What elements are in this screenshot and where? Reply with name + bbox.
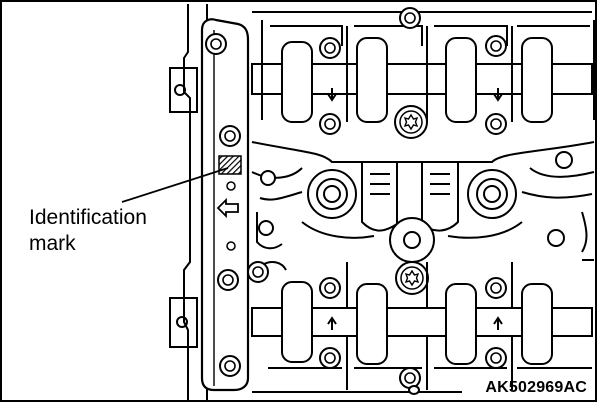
upper-cam-row <box>251 7 595 139</box>
bolt-icon <box>219 125 241 147</box>
callout-leader <box>121 167 229 203</box>
callout-label-line2: mark <box>29 232 76 255</box>
arrow-down-icon <box>493 88 503 102</box>
figure-code: AK502969AC <box>485 379 587 396</box>
bolt-icon <box>205 33 227 55</box>
camshaft-cap-bar <box>200 18 250 392</box>
lower-cam-row <box>247 259 594 395</box>
torx-icon <box>394 105 428 139</box>
callout-label-line1: Identification <box>29 206 147 229</box>
arrow-left-icon <box>216 197 239 219</box>
identification-mark <box>218 155 242 175</box>
arrow-down-icon <box>327 88 337 102</box>
arrow-up-icon <box>493 316 503 330</box>
bolt-icon <box>219 355 241 377</box>
bolt-icon <box>217 269 239 291</box>
arrow-up-icon <box>327 316 337 330</box>
head-center <box>251 141 595 263</box>
